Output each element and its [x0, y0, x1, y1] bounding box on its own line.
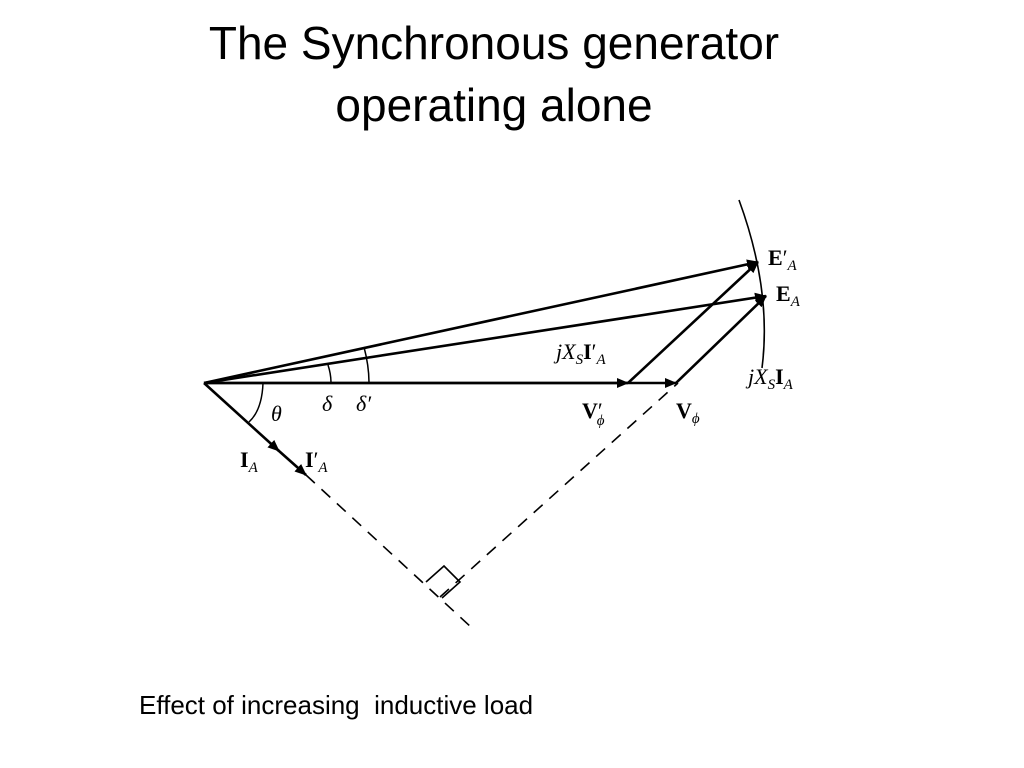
- delta-prime-arc: [363, 346, 370, 384]
- label-v-phi: Vϕ: [676, 398, 700, 427]
- label-jxs-i-a: jXSIA: [745, 364, 794, 393]
- e-a-arrow: [203, 292, 767, 385]
- label-e-prime-a: E′A: [768, 245, 798, 274]
- delta-arc: [327, 364, 332, 384]
- label-jxs-i-prime-a: jXSI′A: [553, 339, 606, 368]
- ea-locus-arc: [738, 199, 766, 369]
- i-prime-a-arrow: [269, 442, 307, 476]
- label-v-prime-phi: V′ϕ: [582, 398, 605, 429]
- label-theta: θ: [271, 401, 282, 426]
- slide-title: The Synchronous generator operating alon…: [0, 12, 988, 136]
- jxs-i-prime-a-arrow: [627, 261, 759, 384]
- e-prime-a-arrow: [203, 259, 759, 385]
- i-a-arrow: [203, 382, 280, 452]
- label-delta-prime: δ′: [356, 391, 372, 416]
- theta-arc: [248, 382, 264, 423]
- right-angle-marker: [425, 564, 462, 599]
- label-delta: δ: [322, 391, 333, 416]
- label-i-prime-a: I′A: [305, 447, 328, 476]
- jxs-i-a-arrow: [675, 295, 767, 384]
- label-i-a: IA: [240, 447, 259, 476]
- title-line-2: operating alone: [335, 79, 653, 131]
- title-line-1: The Synchronous generator: [208, 17, 780, 69]
- perpendicular-dashed-line: [439, 382, 679, 598]
- label-e-a: EA: [776, 281, 801, 310]
- slide-caption: Effect of increasing inductive load: [139, 690, 534, 720]
- current-extension-dashed-line: [305, 474, 473, 629]
